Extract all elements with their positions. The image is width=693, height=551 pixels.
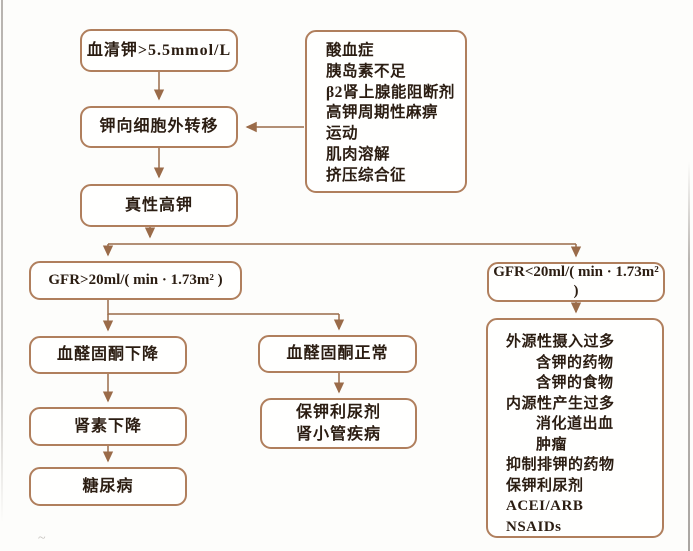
node-gfr-low-causes-list: 外源性摄入过多 含钾的药物 含钾的食物 内源性产生过多 消化道出血 肿瘤 抑制排… xyxy=(486,318,664,538)
gfr-low-cause-item: 内源性产生过多 xyxy=(506,395,615,412)
node-aldosterone-low: 血醛固酮下降 xyxy=(29,336,187,374)
node-gfr-above-20: GFR>20ml/( min · 1.73m² ) xyxy=(29,261,242,300)
gfr-low-cause-item: 含钾的食物 xyxy=(536,375,614,391)
shift-cause-item: 高钾周期性麻痹 xyxy=(326,104,439,122)
gfr-low-cause-item: 含钾的药物 xyxy=(536,354,614,371)
node-shift-causes-list: 酸血症 胰岛素不足 β2肾上腺能阻断剂 高钾周期性麻痹 运动 肌肉溶解 挤压综合… xyxy=(305,30,467,193)
gfr-low-cause-item: 抑制排钾的药物 xyxy=(506,457,615,473)
gfr-low-cause-item: NSAIDs xyxy=(506,518,562,535)
shift-cause-item: 运动 xyxy=(326,125,359,143)
shift-cause-item: 挤压综合征 xyxy=(326,166,407,184)
shift-cause-item: 酸血症 xyxy=(326,42,375,59)
node-true-hyperkalemia: 真性高钾 xyxy=(80,184,238,227)
node-potassium-shift: 钾向细胞外转移 xyxy=(80,106,238,148)
node-serum-potassium: 血清钾>5.5mmol/L xyxy=(80,29,238,72)
shift-cause-item: 胰岛素不足 xyxy=(326,62,407,80)
node-aldosterone-normal: 血醛固酮正常 xyxy=(258,335,417,373)
node-potassium-sparing: 保钾利尿剂 肾小管疾病 xyxy=(260,398,417,449)
k-sparing-item: 保钾利尿剂 xyxy=(295,403,381,421)
gfr-low-cause-item: ACEI/ARB xyxy=(506,498,584,514)
branch-line-aldosterone xyxy=(107,300,339,315)
gfr-low-cause-item: 消化道出血 xyxy=(536,416,614,432)
node-diabetes: 糖尿病 xyxy=(29,467,187,506)
page-edge-artifact-right xyxy=(688,162,690,551)
k-sparing-item: 肾小管疾病 xyxy=(295,425,381,443)
scan-mark-artifact: ~ xyxy=(38,531,46,546)
node-gfr-below-20: GFR<20ml/( min · 1.73m² ) xyxy=(487,262,665,302)
gfr-low-cause-item: 肿瘤 xyxy=(536,436,568,453)
shift-cause-item: 肌肉溶解 xyxy=(326,145,391,163)
gfr-low-cause-item: 外源性摄入过多 xyxy=(506,334,615,350)
node-renin-low: 肾素下降 xyxy=(29,407,187,446)
shift-cause-item: β2肾上腺能阻断剂 xyxy=(326,83,455,101)
page-edge-artifact-left xyxy=(1,0,3,522)
gfr-low-cause-item: 保钾利尿剂 xyxy=(506,477,584,494)
